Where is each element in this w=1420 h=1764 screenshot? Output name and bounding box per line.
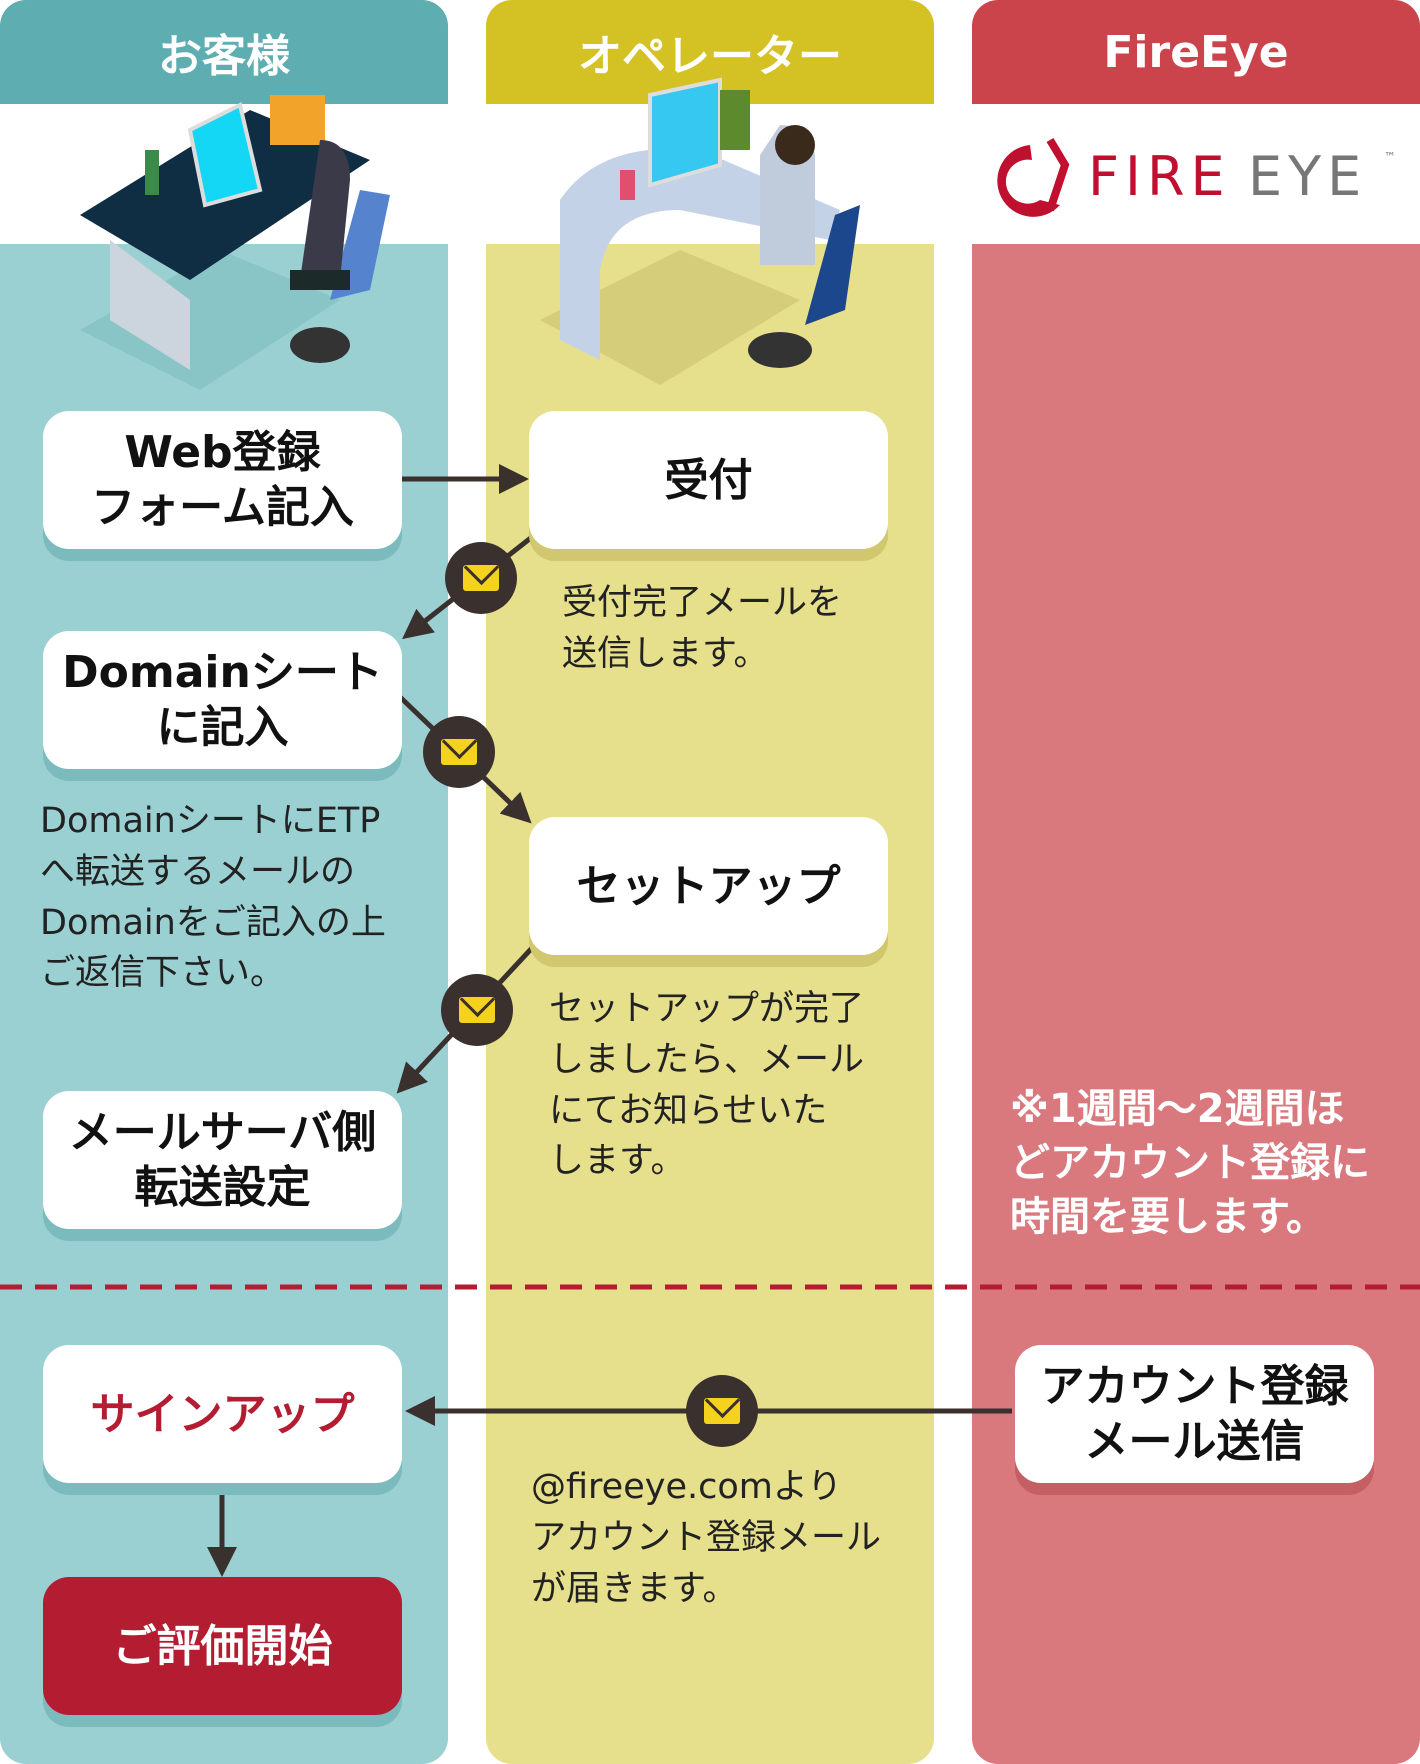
- customer-illustration-icon: [80, 95, 390, 390]
- illustrations: FIRE EYE: [80, 77, 1367, 390]
- operator-illustration-icon: [540, 77, 860, 385]
- fireeye-column: FireEye: [972, 0, 1420, 1764]
- fireeye-header: FireEye: [972, 0, 1420, 104]
- domain-sheet-step: Domainシート に記入: [43, 631, 402, 769]
- account-mail-step: アカウント登録 メール送信: [1015, 1345, 1374, 1483]
- setup-description: セットアップが完了 しましたら、メール にてお知らせいた します。: [549, 989, 865, 1182]
- reception-description: 受付完了メールを 送信します。: [562, 583, 843, 674]
- reception-step: 受付: [529, 411, 888, 549]
- fireeye-logo: FIRE EYE: [997, 137, 1367, 217]
- start-evaluation-step: ご評価開始: [43, 1577, 402, 1715]
- svg-text:FIRE: FIRE: [1088, 145, 1231, 208]
- mail-icon: [441, 974, 513, 1046]
- mail-server-step: メールサーバ側 転送設定: [43, 1091, 402, 1229]
- fireeye-logo-tm: ™: [1384, 150, 1396, 164]
- customer-header: お客様: [0, 0, 448, 104]
- web-form-step: Web登録 フォーム記入: [43, 411, 402, 549]
- account-mail-description: @fireeye.comより アカウント登録メール が届きます。: [531, 1467, 882, 1609]
- mail-icon: [686, 1375, 758, 1447]
- mail-icon: [445, 542, 517, 614]
- mail-icon: [423, 716, 495, 788]
- setup-step: セットアップ: [529, 817, 888, 955]
- signup-step: サインアップ: [43, 1345, 402, 1483]
- fireeye-note: ※1週間〜2週間ほ どアカウント登録に 時間を要します。: [1010, 1086, 1370, 1240]
- svg-text:EYE: EYE: [1248, 145, 1367, 208]
- domain-description: DomainシートにETP へ転送するメールの Domainをご記入の上 ご返信…: [40, 801, 386, 994]
